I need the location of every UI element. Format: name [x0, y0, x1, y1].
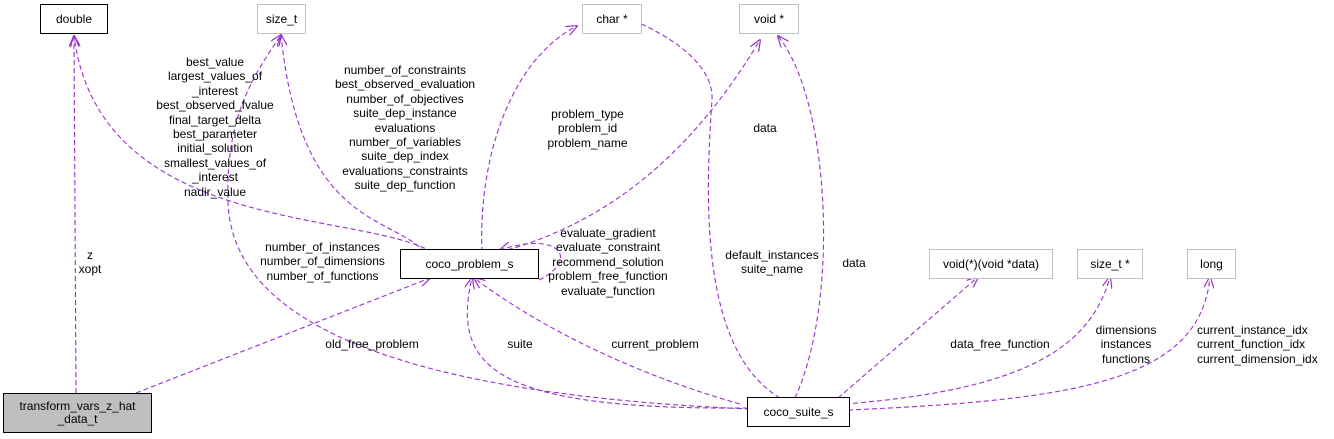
- node-size_t[interactable]: size_t: [257, 4, 306, 34]
- edge-label-problem-to-suite: suite: [507, 337, 533, 351]
- edge-label-void-to-problem-fns: evaluate_gradient evaluate_constraint re…: [548, 226, 668, 298]
- edge-label-void-to-problem: data: [753, 121, 777, 135]
- edge-label-voidfn-to-suite: data_free_function: [950, 337, 1050, 351]
- edge-size_t-to-problem: [281, 35, 426, 253]
- edge-label-double-to-problem: best_value largest_values_of _interest b…: [156, 55, 274, 199]
- edge-label-char-to-suite: default_instances suite_name: [725, 248, 819, 277]
- edge-label-size_t-to-suite: number_of_instances number_of_dimensions…: [260, 240, 385, 283]
- edge-label-double-to-transform: z xopt: [78, 248, 102, 277]
- edge-void-to-problem-fns: [500, 243, 561, 281]
- node-transform_vars_z_hat_data_t[interactable]: transform_vars_z_hat _data_t: [3, 393, 152, 433]
- node-void-fn-ptr[interactable]: void(*)(void *data): [929, 249, 1053, 279]
- edge-label-void-to-suite: data: [842, 256, 866, 270]
- edge-size_t_ptr-to-suite: [844, 277, 1110, 405]
- edge-void-to-suite: [778, 36, 825, 399]
- edge-void-to-problem: [499, 40, 760, 253]
- node-transform-line2: _data_t: [57, 412, 98, 426]
- node-coco_problem_s[interactable]: coco_problem_s: [400, 249, 539, 279]
- edge-double-to-problem: [74, 36, 433, 253]
- edge-double-to-transform: [74, 36, 76, 394]
- node-double[interactable]: double: [40, 4, 108, 34]
- edge-label-size_t-to-problem: number_of_constraints best_observed_eval…: [334, 63, 476, 193]
- edge-label-size_t_ptr-to-suite: dimensions instances functions: [1095, 323, 1157, 366]
- node-void-ptr[interactable]: void *: [739, 4, 799, 34]
- edge-problem-to-suite-suite: [467, 278, 749, 409]
- edge-problem-to-transform: [135, 278, 430, 394]
- edge-long-to-suite: [847, 277, 1210, 411]
- edge-label-suite-to-problem-current: current_problem: [611, 337, 699, 351]
- node-coco_suite_s[interactable]: coco_suite_s: [747, 397, 850, 427]
- edge-suite-to-problem-current: [474, 278, 741, 405]
- node-transform-line1: transform_vars_z_hat: [19, 399, 136, 413]
- edge-voidfn-to-suite: [837, 277, 978, 399]
- edge-char-to-problem: [481, 26, 577, 253]
- node-size_t-ptr[interactable]: size_t *: [1077, 249, 1143, 279]
- node-char-ptr[interactable]: char *: [582, 4, 642, 34]
- edge-char-to-suite: [622, 16, 781, 399]
- edge-label-long-to-suite: current_instance_idx current_function_id…: [1197, 323, 1318, 366]
- edge-label-char-to-problem: problem_type problem_id problem_name: [547, 107, 628, 150]
- edge-label-problem-to-transform: old_free_problem: [325, 337, 419, 351]
- node-long[interactable]: long: [1187, 249, 1236, 279]
- edge-size_t-to-suite: [227, 35, 751, 410]
